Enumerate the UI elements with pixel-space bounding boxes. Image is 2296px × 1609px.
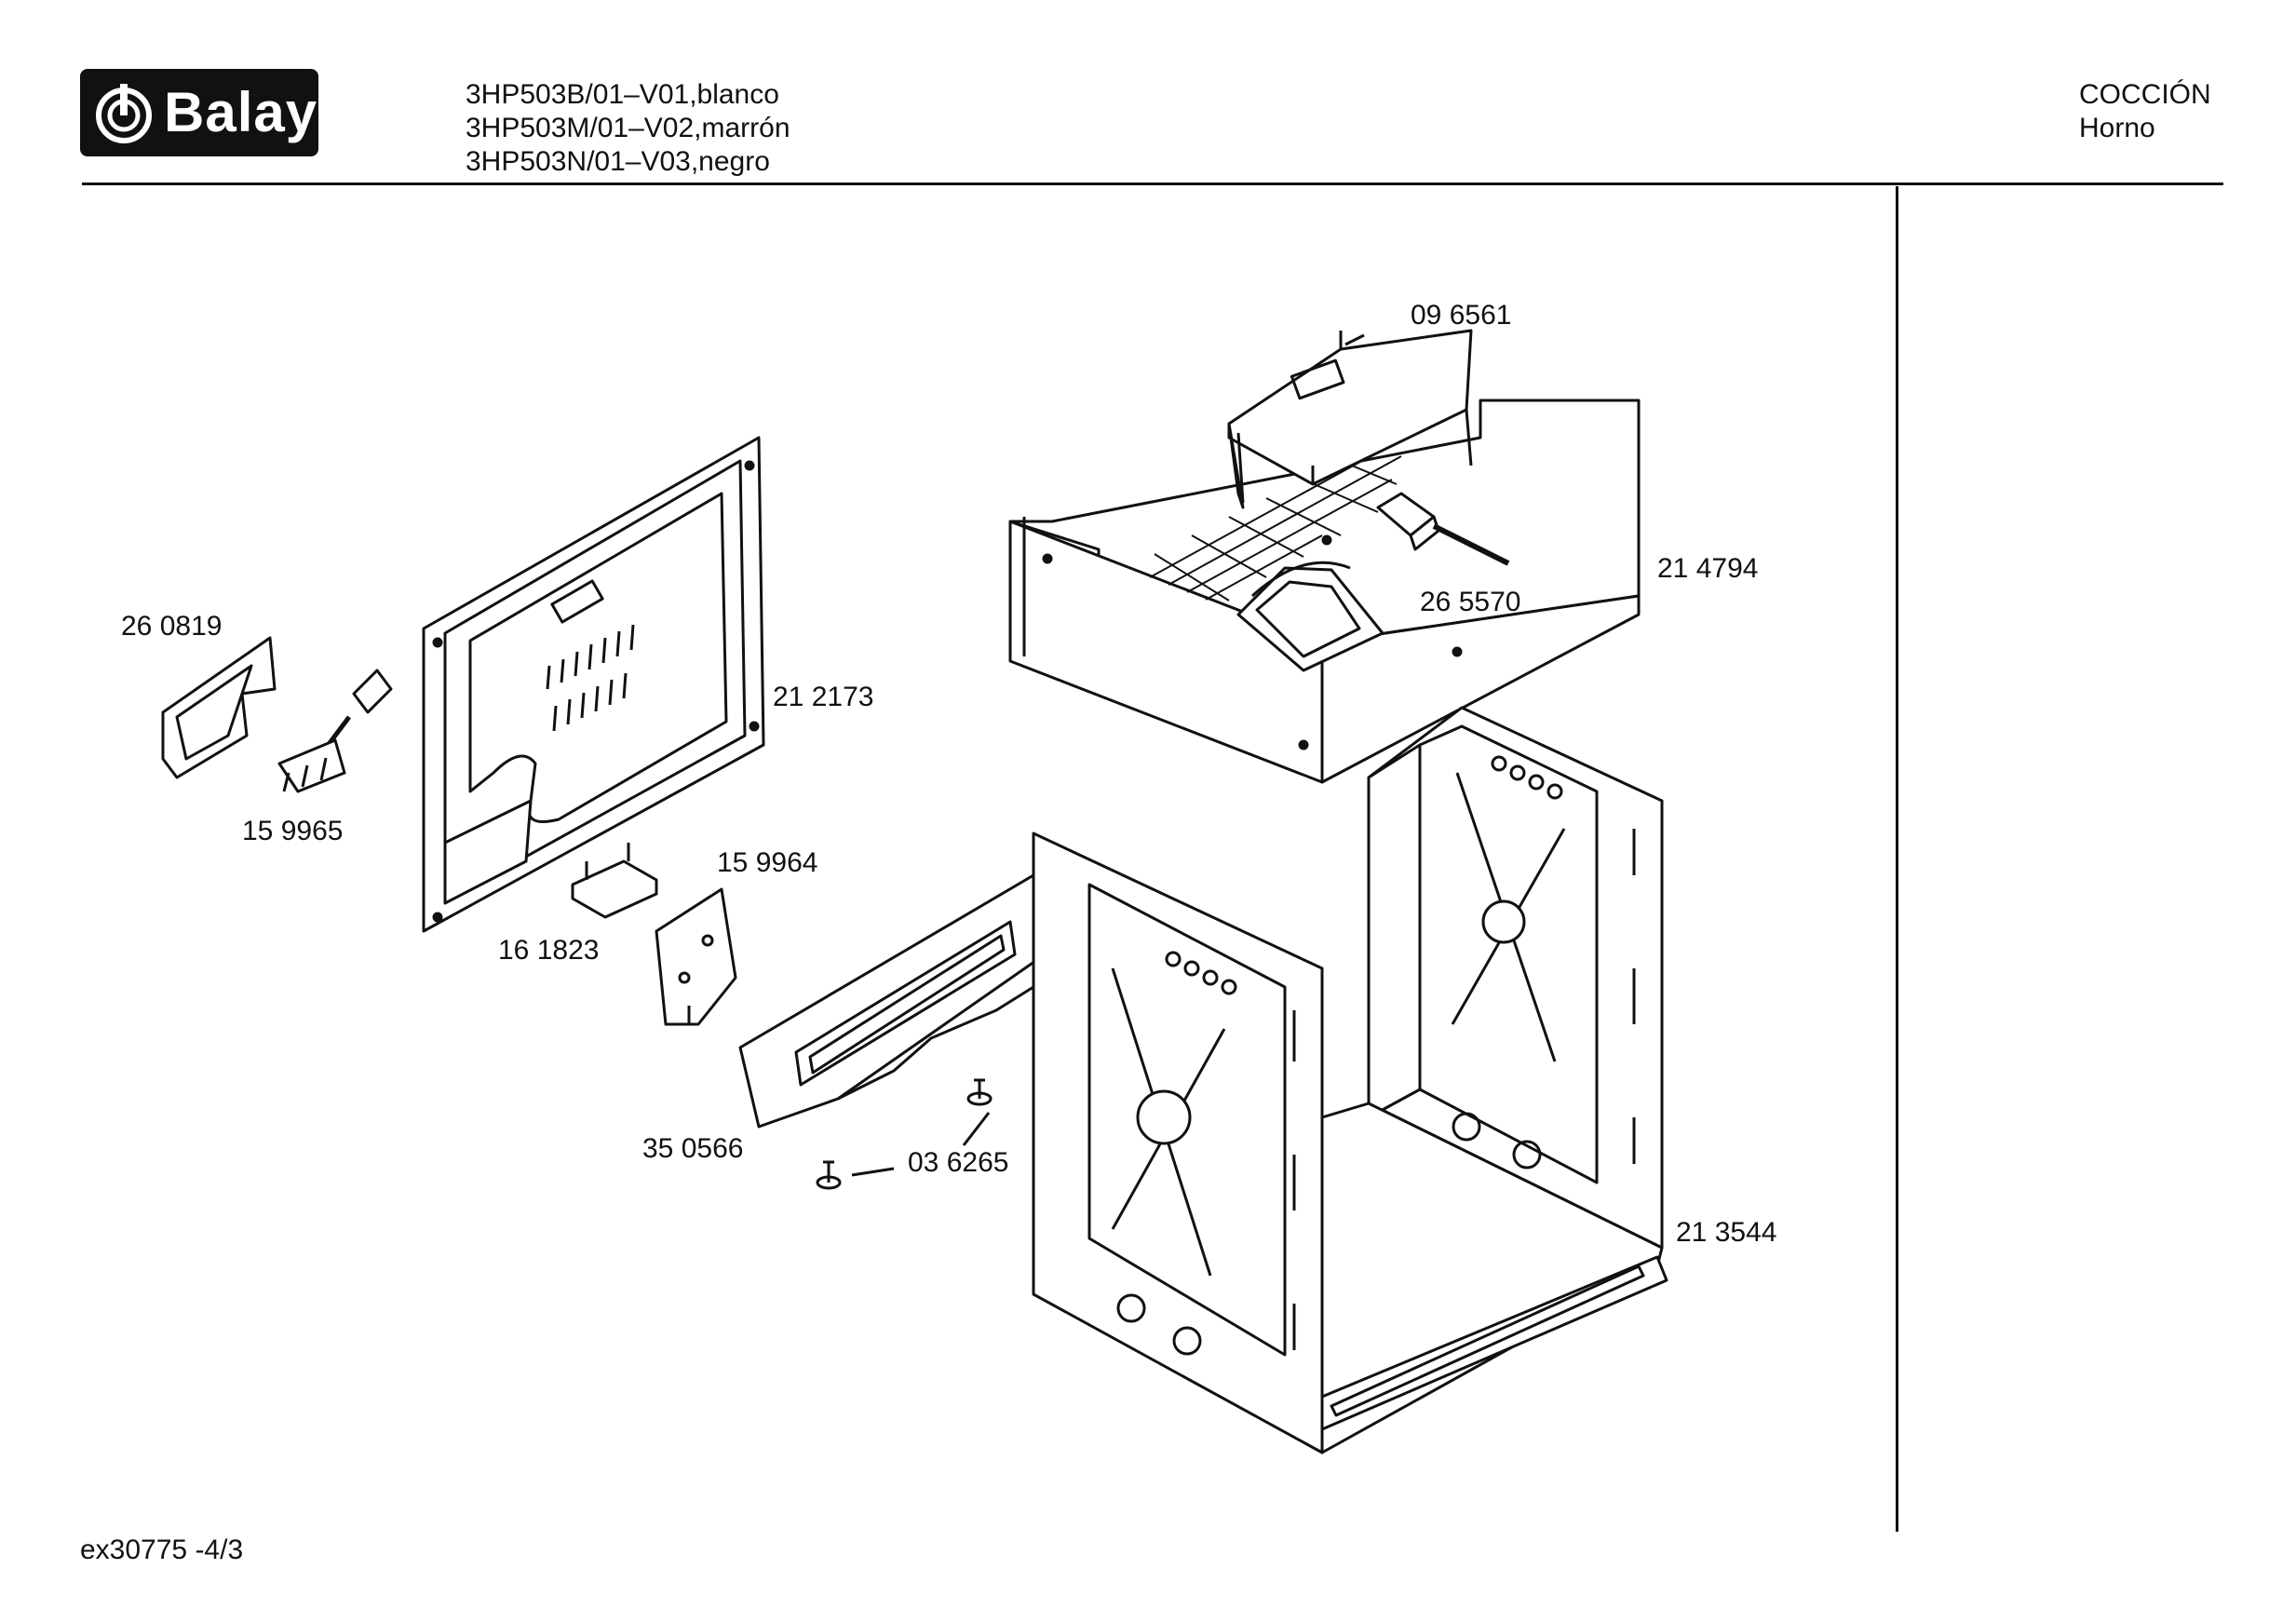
part-label-159965: 15 9965 (242, 816, 343, 846)
part-label-213544: 21 3544 (1676, 1217, 1776, 1248)
part-label-159964: 15 9964 (717, 847, 817, 878)
connector-265570-drawing (1376, 492, 1510, 566)
part-label-036265: 03 6265 (908, 1147, 1008, 1178)
model-line-3: 3HP503N/01–V03,negro (466, 146, 770, 177)
model-line-2: 3HP503M/01–V02,marrón (466, 113, 790, 143)
brand-name: Balay (164, 81, 318, 143)
latch-159965-drawing (277, 669, 393, 793)
screws-036265-drawing (816, 1078, 993, 1190)
part-label-212173: 21 2173 (773, 682, 873, 712)
section-title: COCCIÓN (2079, 79, 2211, 110)
page-code: ex30775 -4/3 (80, 1535, 244, 1565)
brand-logo: Balay (80, 69, 318, 156)
balay-emblem-icon (96, 84, 152, 143)
part-label-161823: 16 1823 (498, 935, 599, 966)
part-label-214794: 21 4794 (1657, 553, 1758, 584)
frame-bar-350566-drawing (738, 873, 1040, 1129)
model-line-1: 3HP503B/01–V01,blanco (466, 79, 779, 110)
top-tray-214794-drawing (1008, 399, 1641, 784)
cavity-213544-drawing (1032, 706, 1668, 1454)
back-panel-212173-drawing (422, 436, 765, 933)
margin-divider (1896, 186, 1898, 1532)
part-label-350566: 35 0566 (642, 1133, 743, 1164)
part-label-260819: 26 0819 (121, 611, 222, 642)
part-label-096561: 09 6561 (1411, 300, 1511, 331)
bracket-096561-drawing (1227, 329, 1473, 509)
part-label-265570: 26 5570 (1420, 587, 1520, 617)
hinge-161823-drawing (571, 843, 658, 919)
bracket-260819-drawing (161, 636, 277, 779)
plate-159964-drawing (655, 887, 737, 1026)
header-divider (82, 183, 2223, 185)
section-subtitle: Horno (2079, 113, 2155, 143)
